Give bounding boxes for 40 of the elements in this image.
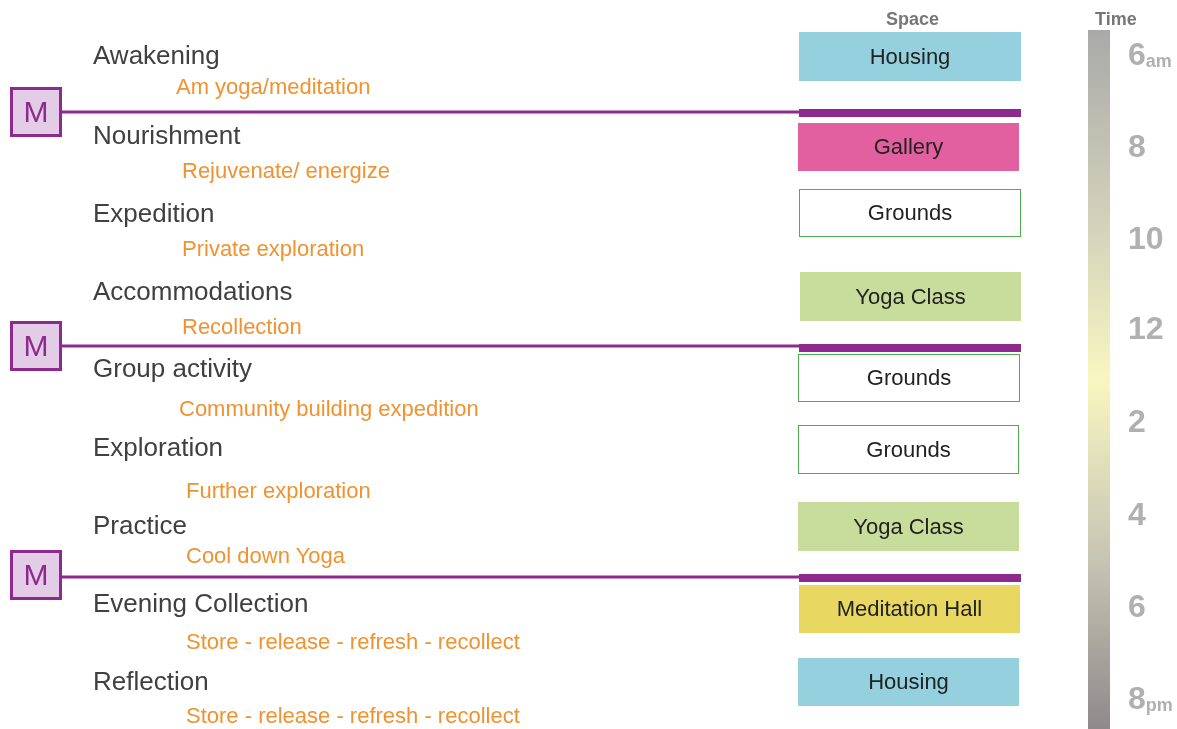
time-scale-bar xyxy=(1088,30,1110,729)
activity-note: Rejuvenate/ energize xyxy=(182,160,390,182)
time-tick: 2 xyxy=(1128,405,1146,437)
activity-note: Further exploration xyxy=(186,480,371,502)
activity-title: Evening Collection xyxy=(93,590,309,616)
space-box: Housing xyxy=(799,32,1021,81)
marker-box: M xyxy=(10,87,62,137)
space-box: Yoga Class xyxy=(798,502,1019,551)
space-box: Grounds xyxy=(798,354,1020,402)
activity-title: Reflection xyxy=(93,668,209,694)
time-tick: 8 xyxy=(1128,130,1146,162)
space-box: Grounds xyxy=(799,189,1021,237)
activity-title: Awakening xyxy=(93,42,220,68)
time-tick: 4 xyxy=(1128,498,1146,530)
activity-title: Accommodations xyxy=(93,278,293,304)
activity-note: Cool down Yoga xyxy=(186,545,346,567)
activity-title: Expedition xyxy=(93,200,215,226)
activity-note: Store - release - refresh - recollect xyxy=(186,631,520,653)
activity-note: Recollection xyxy=(182,316,302,338)
space-box: Yoga Class xyxy=(800,272,1021,321)
activity-title: Nourishment xyxy=(93,122,241,148)
activity-note: Private exploration xyxy=(182,238,365,260)
space-box: Grounds xyxy=(798,425,1019,474)
activity-note: Am yoga/meditation xyxy=(176,76,371,98)
activity-title: Exploration xyxy=(93,434,224,460)
time-tick: 6 xyxy=(1128,590,1146,622)
marker-box: M xyxy=(10,550,62,600)
activity-note: Community building expedition xyxy=(179,398,479,420)
time-tick: 12 xyxy=(1128,312,1164,344)
column-header: Time xyxy=(1095,10,1137,28)
space-box: Meditation Hall xyxy=(799,585,1020,633)
space-box: Gallery xyxy=(798,123,1019,171)
time-tick: 8$_{pm}$ xyxy=(1128,682,1173,714)
activity-note: Store - release - refresh - recollect xyxy=(186,705,520,727)
activity-title: Group activity xyxy=(93,355,252,381)
space-box: Housing xyxy=(798,658,1019,706)
time-tick: 6$_{am}$ xyxy=(1128,38,1172,70)
marker-box: M xyxy=(10,321,62,371)
time-tick: 10 xyxy=(1128,222,1164,254)
activity-title: Practice xyxy=(93,512,187,538)
